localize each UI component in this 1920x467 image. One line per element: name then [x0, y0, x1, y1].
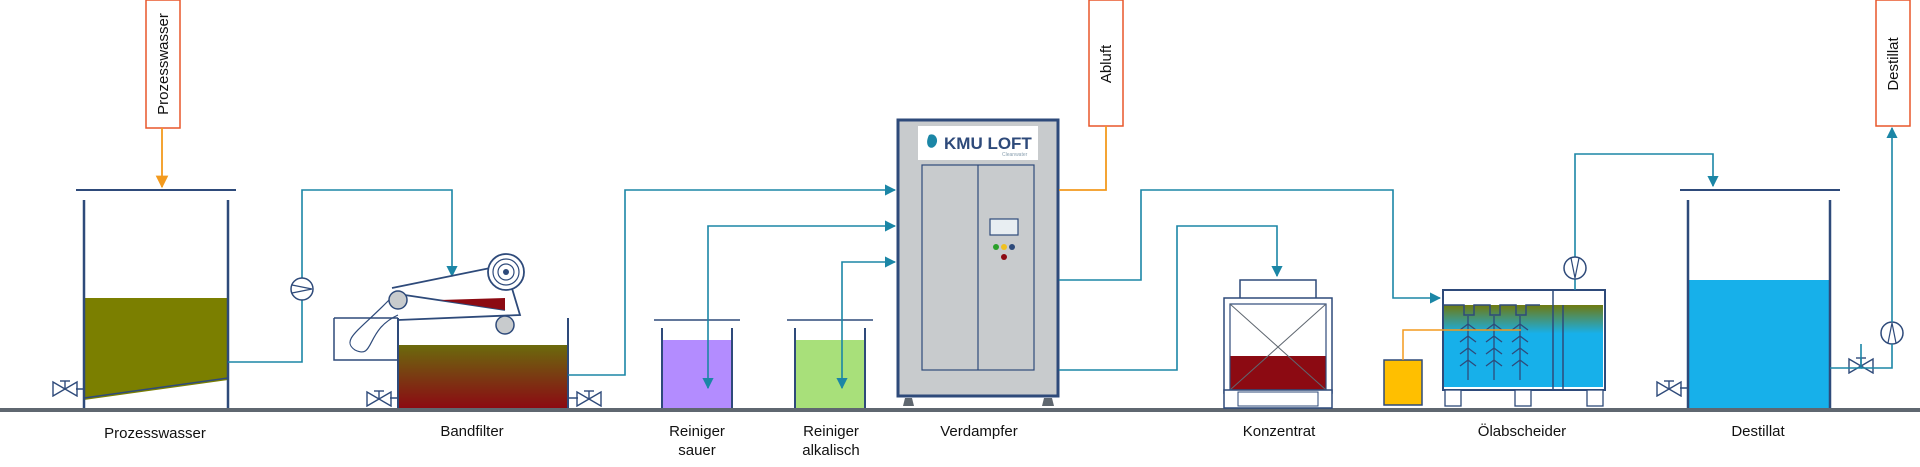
abluft-output-label: Abluft [1098, 44, 1115, 83]
prozesswasser-input-label: Prozesswasser [155, 13, 172, 115]
pipe-oelabscheider-to-destillat [1574, 153, 1719, 290]
prozesswasser-drain-valve[interactable] [52, 380, 78, 397]
svg-text:KMU LOFT: KMU LOFT [944, 134, 1032, 153]
pipe-verdampfer-to-konzentrat [1059, 225, 1283, 371]
destillat-drain-valve[interactable] [1656, 380, 1682, 397]
label-konzentrat: Konzentrat [1243, 423, 1316, 440]
label-reiniger-sauer-2: sauer [678, 442, 716, 459]
pump-icon [1563, 256, 1587, 280]
verdampfer-cabinet [896, 118, 1060, 406]
label-destillat: Destillat [1731, 423, 1785, 440]
svg-text:Cleanwater: Cleanwater [1002, 152, 1028, 158]
pipe-bandfilter-to-verdampfer [568, 184, 897, 376]
destillat-output-box [1875, 0, 1911, 127]
label-verdampfer: Verdampfer [940, 423, 1018, 440]
reiniger-alkalisch-tank [787, 319, 873, 408]
label-reiniger-sauer-1: Reiniger [669, 423, 725, 440]
bandfilter-outlet-valve[interactable] [576, 390, 602, 407]
pipe-reiniger-alkalisch [836, 256, 897, 390]
pipe-prozesswasser-to-bandfilter [228, 189, 458, 363]
label-bandfilter: Bandfilter [440, 423, 503, 440]
label-reiniger-alkalisch-1: Reiniger [803, 423, 859, 440]
oil-collection-container [1383, 359, 1423, 406]
label-prozesswasser: Prozesswasser [104, 425, 206, 442]
pipe-oil-drain [1402, 329, 1521, 360]
prozesswasser-tank [76, 189, 236, 408]
pipe-destillat-to-output [1861, 344, 1893, 369]
label-oelabscheider: Ölabscheider [1478, 422, 1566, 440]
belt-roller-icon [388, 290, 408, 310]
abluft-output-box [1088, 0, 1124, 127]
destillat-tank [1680, 189, 1840, 408]
oelabscheider-unit [1442, 289, 1606, 407]
belt-roller-icon [495, 315, 515, 335]
pump-icon [290, 277, 314, 301]
destillat-output-label: Destillat [1885, 36, 1902, 90]
pipe-abluft [1059, 126, 1107, 191]
konzentrat-ibc-container [1223, 279, 1333, 409]
coalescer-icon [1459, 316, 1529, 380]
bandfilter-unit [333, 253, 569, 408]
bandfilter-inlet-valve[interactable] [366, 390, 392, 407]
kmu-loft-logo: KMU LOFT Cleanwater [927, 134, 1032, 158]
control-display-icon [989, 218, 1019, 236]
floor-line [0, 408, 1920, 412]
pipe-verdampfer-to-oelabscheider [1059, 189, 1442, 304]
prozesswasser-input-box [145, 0, 181, 129]
pipe-reiniger-sauer [702, 220, 897, 390]
reiniger-sauer-tank [654, 319, 740, 408]
label-reiniger-alkalisch-2: alkalisch [802, 442, 860, 459]
pump-icon [1880, 321, 1904, 345]
